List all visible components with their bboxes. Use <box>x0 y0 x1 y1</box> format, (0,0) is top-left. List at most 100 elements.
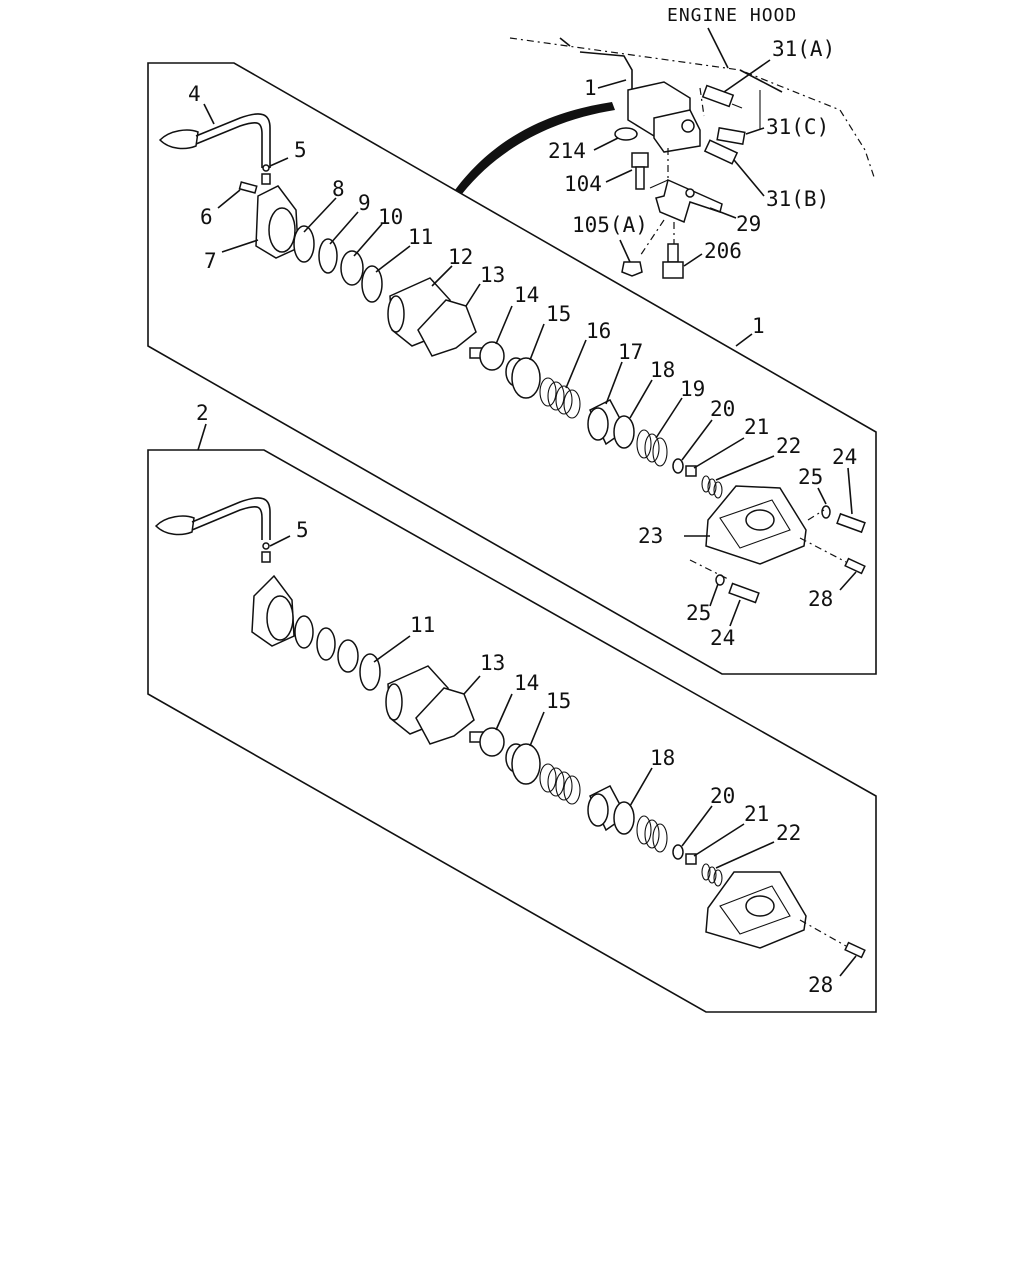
lever-handle-icon <box>158 113 271 168</box>
leader-28-2 <box>839 955 857 977</box>
callout-18-2: 18 <box>650 746 675 770</box>
callout-16: 16 <box>586 319 611 343</box>
bolt-24-lower-icon <box>728 582 760 604</box>
leader-1-assembly <box>735 333 753 347</box>
ring-18-icon <box>613 415 635 449</box>
leader-31a <box>723 59 771 93</box>
spring-2-icon <box>539 763 581 805</box>
dashed-link-31a <box>699 87 705 117</box>
callout-23: 23 <box>638 524 663 548</box>
leader-24 <box>847 467 853 515</box>
fitting-31a-icon <box>701 84 743 109</box>
callout-2: 2 <box>196 401 209 425</box>
housing-2-icon <box>705 871 807 949</box>
callout-10: 10 <box>378 205 403 229</box>
pin-21-2-icon <box>685 853 697 865</box>
gasket-13-2-icon <box>415 687 475 745</box>
leader-31c <box>745 127 765 135</box>
callout-105a: 105(A) <box>572 213 648 237</box>
leader-engine-hood <box>707 27 729 69</box>
bolt-24-icon <box>836 512 866 534</box>
leader-206 <box>683 253 703 267</box>
washer-20-icon <box>672 458 684 474</box>
callout-31a: 31(A) <box>772 37 835 61</box>
nut-2-icon <box>337 639 359 673</box>
dashed-link-24-lower <box>689 559 731 581</box>
spring-16-icon <box>539 377 581 419</box>
washer-20-2-icon <box>672 844 684 860</box>
leader-11 <box>375 245 411 273</box>
spring-seat-15-icon <box>505 357 541 399</box>
control-rod <box>579 51 633 90</box>
callout-11: 11 <box>408 225 433 249</box>
leader-8 <box>303 197 337 233</box>
callout-20-2: 20 <box>710 784 735 808</box>
leader-105a <box>619 239 631 263</box>
callout-24-lower: 24 <box>710 626 735 650</box>
plunger-14-icon <box>469 341 505 371</box>
callout-13: 13 <box>480 263 505 287</box>
callout-19: 19 <box>680 377 705 401</box>
leader-1-top <box>597 79 627 89</box>
assembly-2: 2 <box>147 401 877 1013</box>
leader-20-2 <box>681 805 713 847</box>
callout-9: 9 <box>358 191 371 215</box>
callout-7: 7 <box>204 249 217 273</box>
screw-5-icon <box>261 164 271 185</box>
assembly-1: 4 5 6 7 8 9 10 11 12 13 14 15 16 17 18 1… <box>147 62 877 675</box>
nut-10-icon <box>340 250 364 286</box>
leader-13-2 <box>463 675 481 695</box>
leader-14-2 <box>495 693 513 731</box>
leader-5 <box>269 157 289 167</box>
callout-14-2: 14 <box>514 671 539 695</box>
washer-9-icon <box>318 238 338 274</box>
bracket-link <box>649 179 669 189</box>
callout-8: 8 <box>332 177 345 201</box>
bushing-2-icon <box>294 615 314 649</box>
hood-outline-dashed <box>509 37 876 181</box>
leader-25 <box>817 487 827 505</box>
callout-17: 17 <box>618 340 643 364</box>
washer-25-lower-icon <box>715 574 725 586</box>
assembly-1-frame <box>147 62 877 675</box>
oring-11-icon <box>361 265 383 303</box>
leader-18 <box>629 379 653 419</box>
callout-31c: 31(C) <box>766 115 829 139</box>
dashed-link-25 <box>807 509 825 521</box>
leader-17 <box>605 361 623 405</box>
leader-12 <box>431 265 453 287</box>
oring-11-2-icon <box>359 653 381 691</box>
ring-18-2-icon <box>613 801 635 835</box>
leader-29 <box>709 207 737 219</box>
washer-214-icon <box>614 127 638 141</box>
spring-19-2-icon <box>636 815 668 853</box>
leader-28 <box>839 571 857 591</box>
dashed-link-28 <box>799 537 847 563</box>
fitting-31c-icon <box>716 126 746 146</box>
callout-25-lower: 25 <box>686 601 711 625</box>
leader-22-2 <box>715 841 775 869</box>
leader-104 <box>605 169 633 183</box>
plunger-14-2-icon <box>469 727 505 757</box>
bolt-206-icon <box>662 243 684 279</box>
leader-14 <box>495 305 513 345</box>
leader-24-lower <box>729 599 741 627</box>
leader-31b <box>733 159 765 197</box>
leader-4 <box>203 103 215 125</box>
assembly-2-frame <box>147 449 877 1013</box>
callout-4: 4 <box>188 82 201 106</box>
spring-22-icon <box>701 475 723 499</box>
callout-14: 14 <box>514 283 539 307</box>
callout-18: 18 <box>650 358 675 382</box>
cable-flow-arrow <box>455 102 615 194</box>
screw-5-2-icon <box>261 542 271 563</box>
spring-seat-15-2-icon <box>505 743 541 785</box>
callout-1-assembly: 1 <box>752 314 765 338</box>
bushing-8-icon <box>293 225 315 263</box>
lever-housing-7-icon <box>255 185 299 259</box>
washer-25-icon <box>821 505 831 519</box>
leader-2 <box>197 423 207 451</box>
callout-31b: 31(B) <box>766 187 829 211</box>
leader-15-2 <box>529 711 545 747</box>
leader-16 <box>565 339 587 389</box>
